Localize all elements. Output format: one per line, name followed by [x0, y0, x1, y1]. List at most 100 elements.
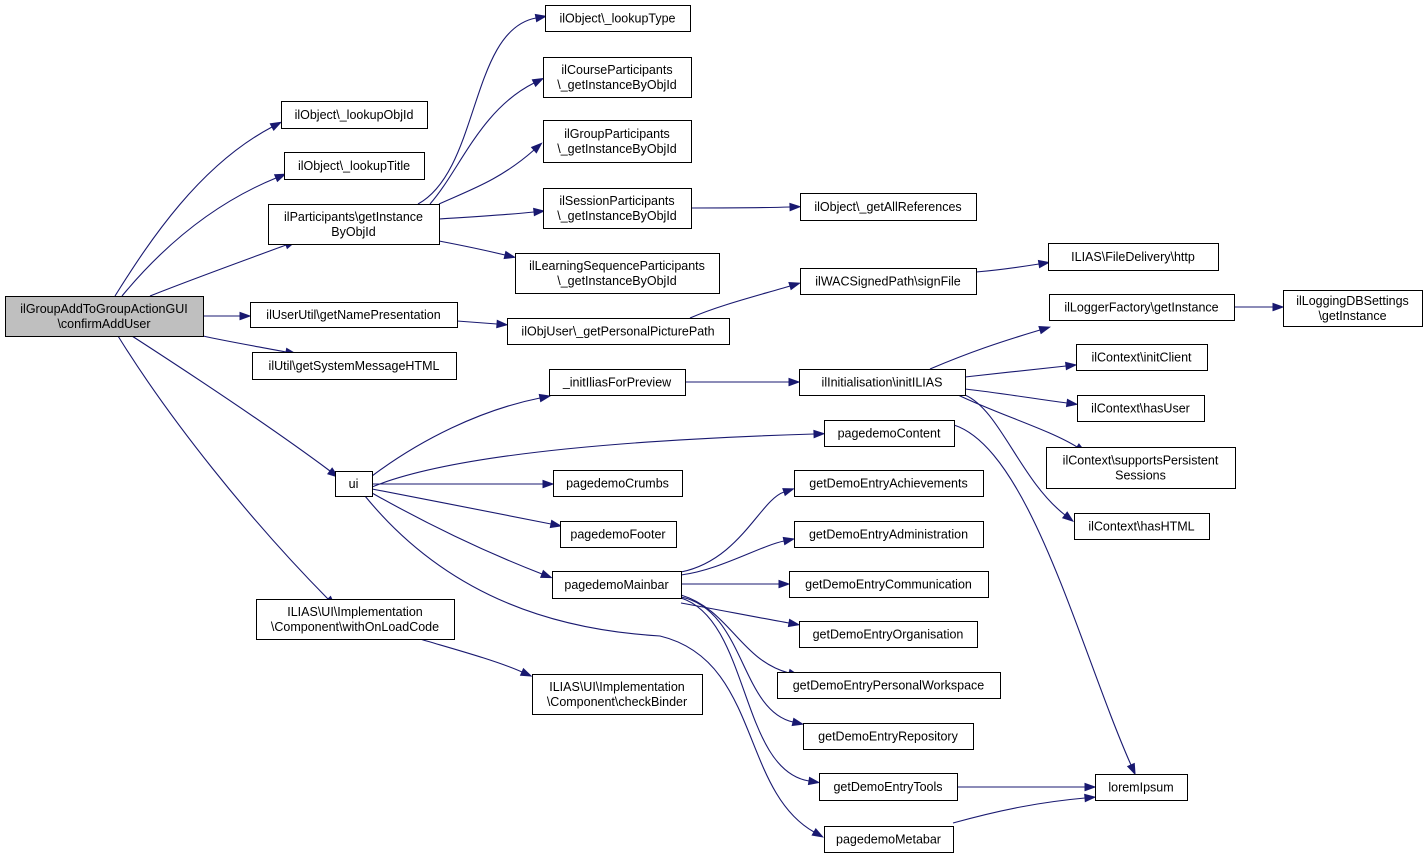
node-root[interactable]: ilGroupAddToGroupActionGUI\confirmAddUse…: [5, 296, 204, 337]
node-sessionPart[interactable]: ilSessionParticipants\_getInstanceByObjI…: [543, 188, 692, 229]
node-label-line: \Component\withOnLoadCode: [271, 620, 439, 634]
node-initClient[interactable]: ilContext\initClient: [1076, 344, 1208, 371]
node-lsPart[interactable]: ilLearningSequenceParticipants\_getInsta…: [515, 253, 720, 294]
node-pdFooter[interactable]: pagedemoFooter: [560, 521, 677, 548]
node-label-line: ILIAS\FileDelivery\http: [1071, 250, 1195, 264]
arrowhead: [813, 429, 826, 439]
node-box: [543, 57, 692, 98]
edge-pdMainbar-to-achievements: [680, 488, 795, 573]
arrowhead: [807, 776, 821, 786]
node-hasHTML[interactable]: ilContext\hasHTML: [1074, 513, 1210, 540]
node-box: [552, 571, 682, 599]
node-label-line: ilLoggingDBSettings: [1296, 294, 1409, 308]
node-label-line: getDemoEntryCommunication: [805, 578, 972, 592]
node-loggingDB[interactable]: ilLoggingDBSettings\getInstance: [1283, 290, 1423, 327]
node-label-line: ilObject\_lookupTitle: [298, 159, 410, 173]
node-ui[interactable]: ui: [335, 471, 373, 497]
node-initPreview[interactable]: _initIliasForPreview: [549, 369, 686, 396]
node-label-line: loremIpsum: [1108, 781, 1173, 795]
node-box: [1046, 447, 1236, 489]
edge-root-to-partGetInst: [149, 241, 297, 297]
arrowhead: [496, 319, 509, 329]
node-tools[interactable]: getDemoEntryTools: [819, 773, 958, 801]
node-box: [515, 253, 720, 294]
edge-line: [117, 335, 329, 600]
edge-line: [680, 540, 785, 576]
edge-line: [114, 126, 273, 297]
edge-getPersPic-to-signFile: [689, 282, 801, 319]
edge-line: [690, 206, 791, 209]
edge-line: [121, 177, 277, 297]
node-lookupType[interactable]: ilObject\_lookupType: [545, 5, 691, 32]
node-pdMetabar[interactable]: pagedemoMetabar: [824, 826, 954, 853]
edge-line: [456, 320, 498, 325]
edges-layer: [114, 13, 1285, 838]
edge-line: [438, 240, 506, 256]
node-administration[interactable]: getDemoEntryAdministration: [794, 521, 984, 548]
node-achievements[interactable]: getDemoEntryAchievements: [794, 470, 984, 497]
node-box: [794, 521, 984, 548]
edge-line: [131, 335, 331, 472]
node-organisation[interactable]: getDemoEntryOrganisation: [799, 621, 978, 648]
node-getPersPic[interactable]: ilObjUser\_getPersonalPicturePath: [507, 318, 730, 345]
edge-line: [429, 82, 535, 205]
node-pdMainbar[interactable]: pagedemoMainbar: [552, 571, 682, 599]
node-communication[interactable]: getDemoEntryCommunication: [789, 571, 989, 598]
node-box: [800, 193, 977, 221]
node-lookupTitle[interactable]: ilObject\_lookupTitle: [284, 152, 425, 180]
edge-ui-to-pdFooter: [371, 488, 563, 529]
edge-initILIAS-to-hasHTML: [964, 394, 1075, 523]
edge-line: [975, 263, 1040, 273]
node-withOnLoad[interactable]: ILIAS\UI\Implementation\Component\withOn…: [256, 599, 455, 640]
node-label-line: ilObjUser\_getPersonalPicturePath: [521, 325, 714, 339]
node-signFile[interactable]: ilWACSignedPath\signFile: [800, 268, 977, 295]
node-loremIpsum[interactable]: loremIpsum: [1095, 774, 1188, 801]
node-label-line: \confirmAddUser: [57, 317, 150, 331]
node-partGetInst[interactable]: ilParticipants\getInstanceByObjId: [268, 204, 440, 245]
node-repository[interactable]: getDemoEntryRepository: [803, 723, 974, 750]
node-fileDelivery[interactable]: ILIAS\FileDelivery\http: [1048, 243, 1219, 271]
edge-root-to-lookupTitle: [121, 173, 287, 297]
edge-ui-to-pdCrumbs: [371, 479, 555, 489]
node-box: [1048, 243, 1219, 271]
node-checkBinder[interactable]: ILIAS\UI\Implementation\Component\checkB…: [532, 674, 703, 715]
arrowhead: [788, 377, 801, 387]
node-hasUser[interactable]: ilContext\hasUser: [1077, 395, 1205, 422]
edge-pdMetabar-to-loremIpsum: [952, 793, 1097, 824]
node-pdContent[interactable]: pagedemoContent: [824, 420, 955, 447]
edge-signFile-to-fileDelivery: [975, 259, 1051, 273]
node-label-line: pagedemoMainbar: [564, 578, 668, 592]
node-loggerFactory[interactable]: ilLoggerFactory\getInstance: [1049, 294, 1235, 321]
edge-line: [438, 211, 535, 220]
edge-pdMainbar-to-organisation: [680, 602, 801, 628]
node-getNamePres[interactable]: ilUserUtil\getNamePresentation: [250, 302, 458, 328]
edge-line: [202, 335, 287, 353]
edge-line: [371, 492, 543, 575]
node-pdCrumbs[interactable]: pagedemoCrumbs: [553, 470, 683, 497]
node-coursePart[interactable]: ilCourseParticipants\_getInstanceByObjId: [543, 57, 692, 98]
node-label-line: getDemoEntryPersonalWorkspace: [793, 679, 985, 693]
node-label-line: ByObjId: [331, 225, 376, 239]
edge-partGetInst-to-lsPart: [438, 240, 517, 260]
edge-partGetInst-to-coursePart: [429, 77, 545, 205]
node-lookupObjId[interactable]: ilObject\_lookupObjId: [281, 101, 428, 129]
node-personalWs[interactable]: getDemoEntryPersonalWorkspace: [777, 672, 1001, 699]
node-box: [507, 318, 730, 345]
node-initILIAS[interactable]: ilInitialisation\initILIAS: [799, 369, 966, 396]
node-groupPart[interactable]: ilGroupParticipants\_getInstanceByObjId: [543, 120, 692, 163]
edge-line: [680, 602, 790, 624]
edge-pdMainbar-to-repository: [680, 596, 805, 727]
node-label-line: pagedemoCrumbs: [566, 477, 669, 491]
edge-line: [417, 17, 537, 205]
node-label-line: \_getInstanceByObjId: [557, 274, 677, 288]
edge-pdContent-to-loremIpsum: [953, 424, 1136, 776]
node-getAllRefs[interactable]: ilObject\_getAllReferences: [800, 193, 977, 221]
node-sysMsg[interactable]: ilUtil\getSystemMessageHTML: [252, 352, 457, 380]
node-label-line: _initIliasForPreview: [562, 376, 672, 390]
node-box: [335, 471, 373, 497]
arrowhead: [519, 667, 533, 677]
node-label-line: ilUtil\getSystemMessageHTML: [269, 359, 440, 373]
node-label-line: \_getInstanceByObjId: [557, 78, 677, 92]
edge-pdMainbar-to-administration: [680, 536, 796, 576]
